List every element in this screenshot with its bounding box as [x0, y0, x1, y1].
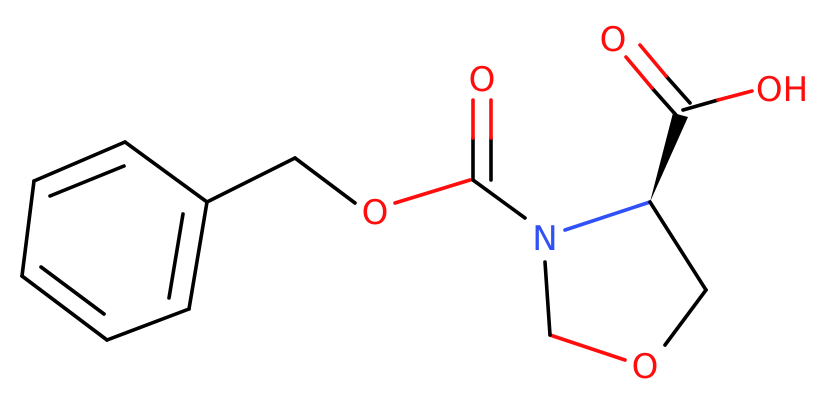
bond-acid-oh [716, 89, 754, 102]
atom-n-ring: N [532, 219, 557, 259]
atom-oh-acid: OH [756, 70, 808, 110]
bond-c2-n [543, 260, 552, 337]
bond-acid-c-o-b [664, 74, 692, 105]
atom-o-ring: O [632, 347, 659, 387]
bond-c4-c5 [648, 200, 708, 292]
bond-o-ester-right [393, 178, 472, 205]
bond-ring-ch2 [205, 156, 297, 204]
bond-ring-2 [105, 307, 191, 342]
bond-ring-1 [187, 200, 209, 311]
bond-n-c4 [563, 200, 652, 232]
bond-ring-6 [123, 140, 209, 204]
bond-acid-o-a [624, 55, 654, 90]
atom-o-ester: O [362, 193, 389, 233]
atom-o-carbamate-carbonyl: O [469, 60, 496, 100]
bond-acid-c-o-a [650, 86, 678, 117]
bond-c-to-n [471, 178, 527, 220]
bond-o-ring-c2 [548, 333, 627, 362]
atom-o-acid-carbonyl: O [600, 20, 627, 60]
stereo-wedge-bond [650, 113, 688, 202]
bond-ring-4 [20, 179, 36, 278]
bond-ch2-o [293, 156, 357, 205]
bond-acid-o-b [638, 43, 668, 78]
bond-ring-5-inner [48, 164, 126, 198]
benzene-ring [20, 140, 209, 342]
bond-c5-o-ring [663, 288, 708, 347]
bond-ring-1-inner [167, 212, 185, 300]
bond-ring-5 [32, 140, 127, 183]
bond-ring-3 [20, 274, 109, 342]
bond-acid-c-oh [681, 98, 720, 112]
bond-ring-3-inner [39, 265, 106, 316]
